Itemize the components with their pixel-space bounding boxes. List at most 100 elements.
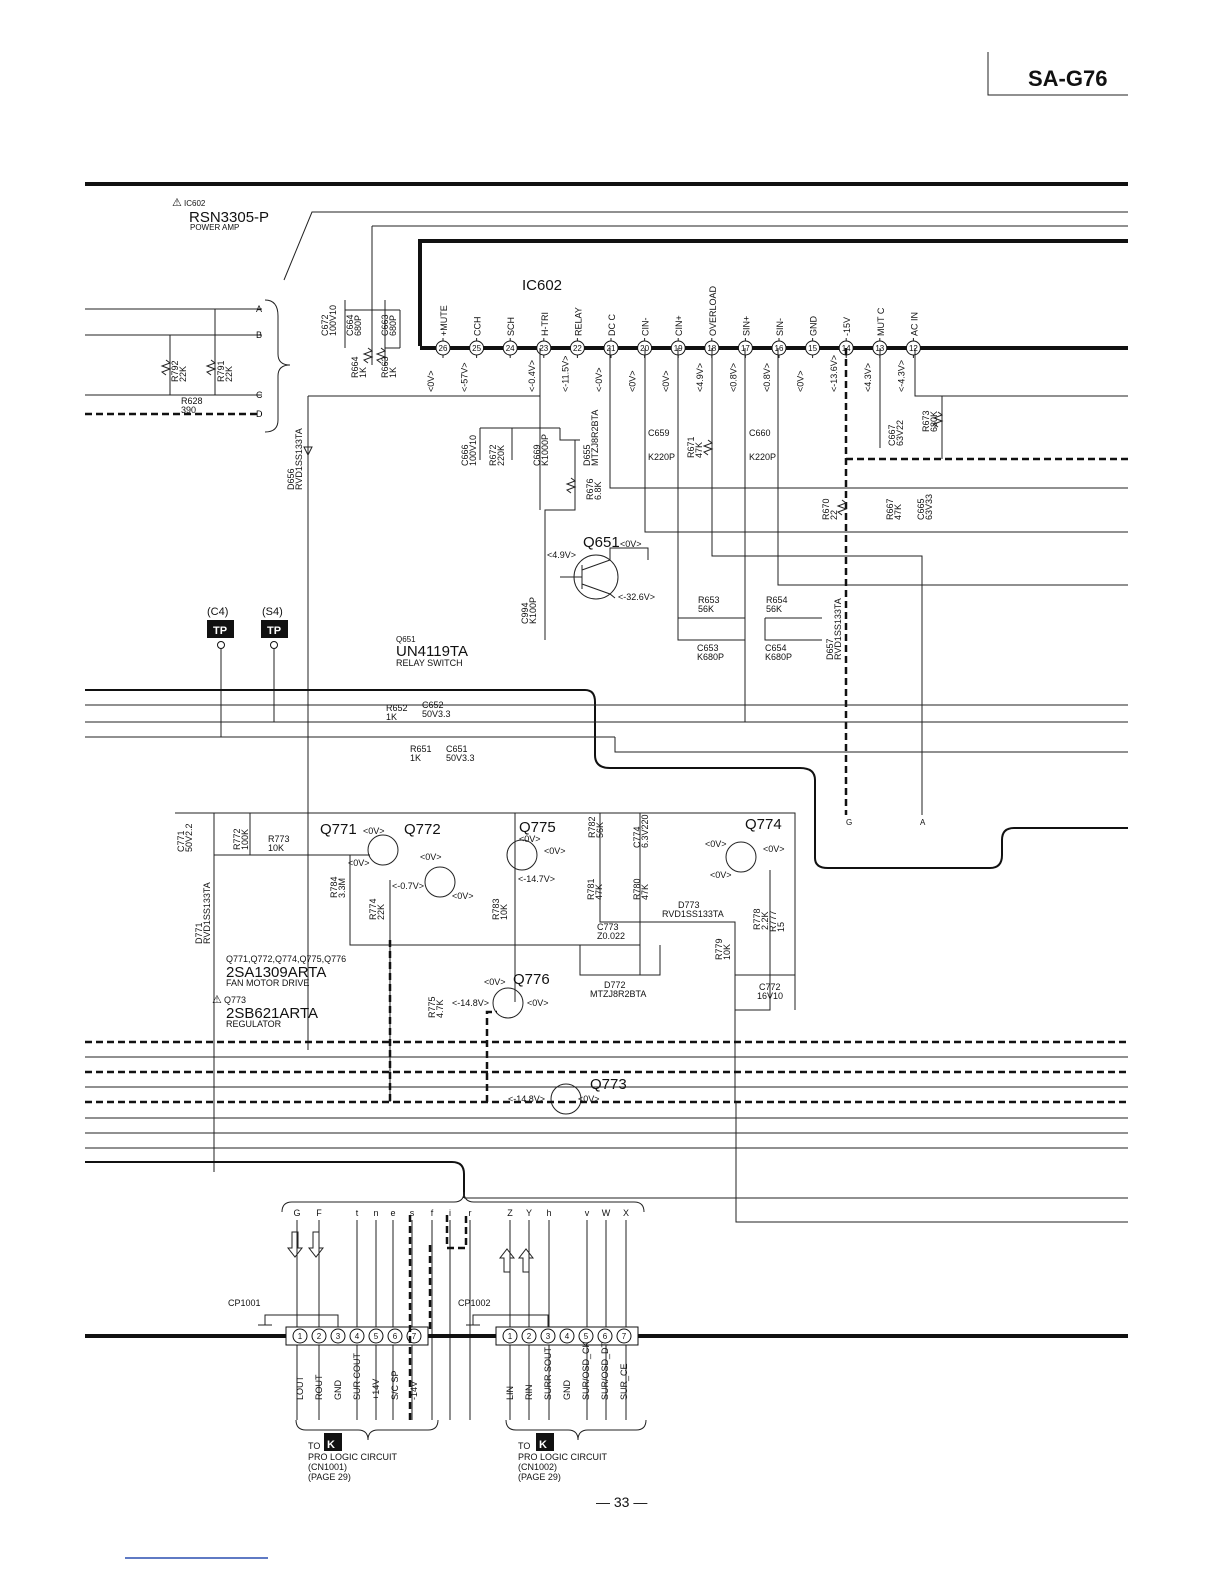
cp1001-ground — [258, 1314, 339, 1327]
c664-value: 680P — [353, 315, 363, 336]
r672-label: R672 — [488, 444, 498, 466]
q776-label: Q776 — [513, 971, 550, 988]
r673-value: 680K — [929, 411, 939, 432]
connector-letter: f — [431, 1208, 434, 1218]
ic-pin-number: 21 — [607, 344, 616, 353]
cp1002-pin — [616, 1328, 632, 1344]
cp1001-pin-number: 6 — [393, 1332, 398, 1341]
q772-base-voltage: <-0.7V> — [392, 881, 424, 891]
ic-pin-voltage: <-57V> — [460, 362, 470, 392]
fan-note-part: 2SA1309ARTA — [226, 964, 326, 981]
ic-pin-name: GND — [809, 316, 819, 337]
c660-label: C660 — [749, 428, 771, 438]
bus-a-label: A — [920, 818, 926, 827]
arrow-down-f — [307, 1231, 325, 1258]
r781-value: 47K — [594, 884, 604, 900]
q774-base-voltage: <0V> — [705, 839, 727, 849]
d656-label: D656 — [286, 468, 296, 490]
c652-value: 50V3.3 — [422, 709, 451, 719]
tp-c4-label: (C4) — [207, 606, 228, 618]
r628-value: 390 — [181, 405, 196, 415]
c654-label: C654 — [765, 643, 787, 653]
ic-pin-voltage: <0.8V> — [762, 363, 772, 392]
k1-to: TO — [308, 1441, 320, 1451]
ic-pin-name: SIN- — [775, 318, 785, 336]
input-d: D — [256, 409, 263, 419]
r777-label: R777 — [768, 910, 778, 932]
ic-pin-name: OVERLOAD — [708, 285, 718, 336]
cp1002-pin-number: 2 — [527, 1332, 532, 1341]
d656-value: RVD1SS133TA — [294, 428, 304, 490]
ic-pin-number: 25 — [472, 344, 481, 353]
ic-pin-voltage: <0.8V> — [728, 363, 738, 392]
ic-pin-circle — [905, 340, 921, 356]
cp1002-brace — [505, 1419, 647, 1441]
c773-value: Z0.022 — [597, 931, 625, 941]
fan-net-4 — [735, 870, 795, 1011]
ic-pin-circle — [805, 340, 821, 356]
q774-emitter-voltage: <0V> — [710, 870, 732, 880]
warning-icon: ⚠ — [172, 197, 182, 209]
r784-value: 3.3M — [337, 878, 347, 898]
connector-letter: e — [390, 1208, 395, 1218]
r778-label: R778 — [752, 908, 762, 930]
r654-value: 56K — [766, 604, 782, 614]
tp-c4-point — [217, 641, 225, 649]
c654-value: K680P — [765, 652, 792, 662]
r654-label: R654 — [766, 595, 788, 605]
q773-symbol — [550, 1083, 582, 1115]
signal-arrows — [286, 1231, 535, 1273]
bus-g-label: G — [846, 818, 852, 827]
connector-letter: Z — [507, 1208, 513, 1218]
ic-pin-voltage: <0V> — [426, 370, 436, 392]
q651-collector-voltage: <-32.6V> — [618, 592, 655, 602]
d771-value: RVD1SS133TA — [202, 882, 212, 944]
r779-value: 10K — [722, 944, 732, 960]
q651-leads — [560, 547, 649, 599]
d772-label: D772 — [604, 980, 626, 990]
mutc-net — [879, 348, 1128, 459]
r792-label: R792 — [170, 360, 180, 382]
cp1002-pin — [559, 1328, 575, 1344]
r653-label: R653 — [698, 595, 720, 605]
cp1001-brace — [295, 1419, 439, 1441]
c667-label: C667 — [887, 424, 897, 446]
c663-value: 680P — [388, 315, 398, 336]
input-brace — [264, 299, 291, 433]
r775-label: R775 — [427, 996, 437, 1018]
ic-pin-voltage: <-13.6V> — [829, 355, 839, 392]
r676-label: R676 — [585, 478, 595, 500]
c669-label: C669 — [532, 444, 542, 466]
q651-note-ref: Q651 — [396, 635, 416, 644]
q774-label: Q774 — [745, 816, 782, 833]
d773-value: RVD1SS133TA — [662, 909, 724, 919]
ic-pin-number: 17 — [741, 344, 750, 353]
tp-s4-text: TP — [267, 625, 281, 637]
r670-symbol — [836, 499, 848, 516]
lower-wire-5 — [735, 1102, 1128, 1223]
ic-pin-circle — [469, 340, 485, 356]
d772-value: MTZJ8R2BTA — [590, 989, 646, 999]
cp1001-pin — [311, 1328, 327, 1344]
ic-pin-number: 12 — [909, 344, 918, 353]
ic-pin-number: 24 — [506, 344, 515, 353]
r664-label: R664 — [350, 356, 360, 378]
r663-symbol — [375, 347, 387, 364]
q775-collector-voltage: <0V> — [519, 834, 541, 844]
connector-letter: Y — [526, 1208, 532, 1218]
q774-voltage: <0V> — [763, 844, 785, 854]
ic-pin-name: H-TRI — [540, 312, 550, 336]
r676-net — [544, 440, 576, 580]
r653-value: 56K — [698, 604, 714, 614]
c669-value: K1000P — [540, 434, 550, 466]
